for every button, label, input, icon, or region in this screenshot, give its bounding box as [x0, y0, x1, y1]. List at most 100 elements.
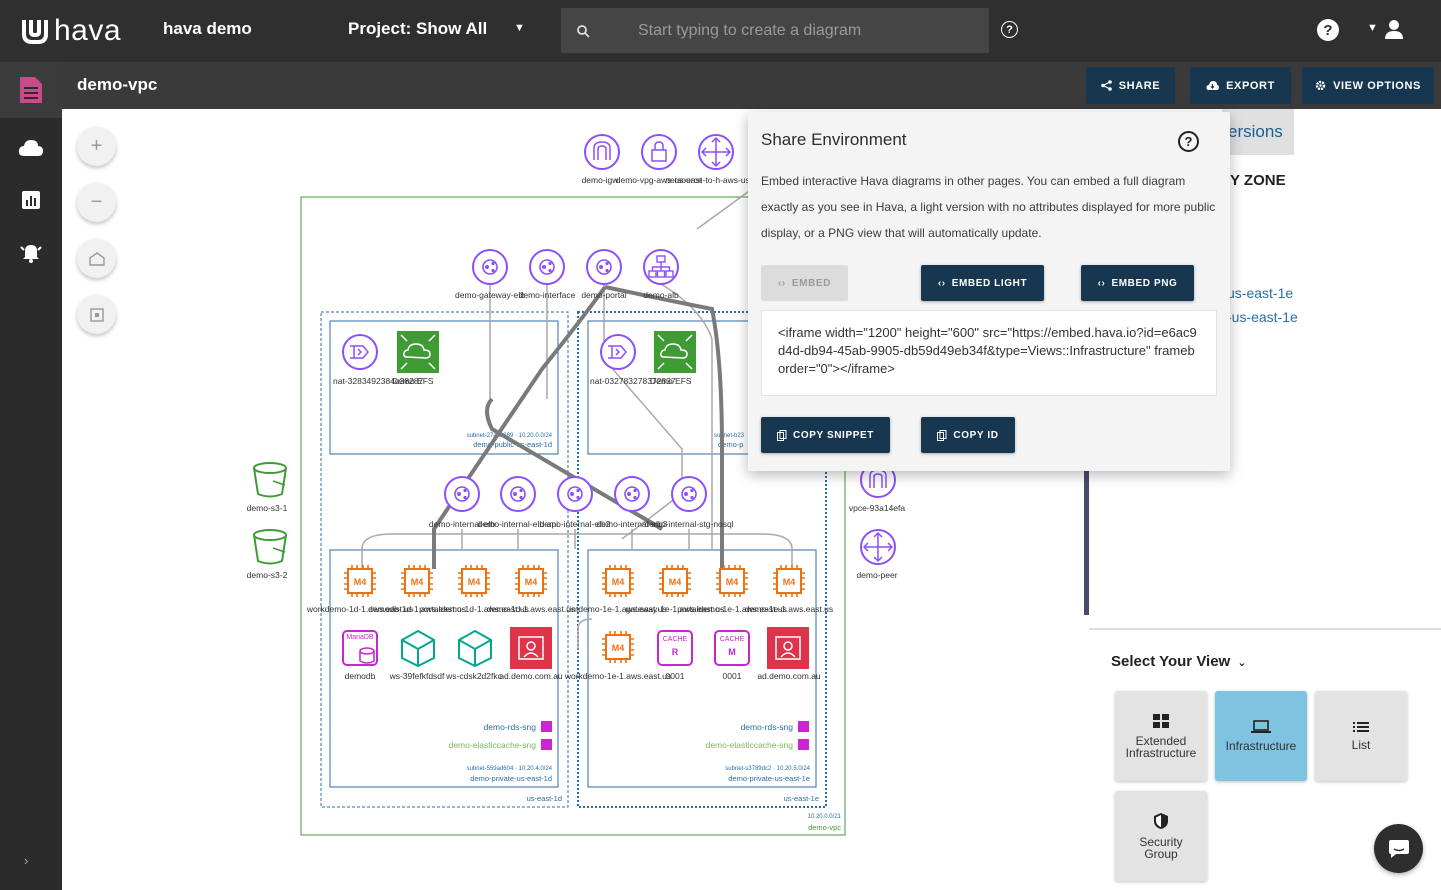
load-balancer-icon[interactable] — [614, 476, 650, 512]
network-source-icon[interactable] — [698, 134, 734, 170]
rds-subnet-group-label: demo-rds-sng — [741, 722, 794, 732]
ec2-instance-icon[interactable] — [601, 630, 635, 664]
embed-png-button[interactable]: ‹› EMBED PNG — [1081, 265, 1194, 301]
user-icon[interactable] — [1383, 18, 1405, 40]
fit-diagram-button[interactable] — [77, 239, 116, 278]
load-balancer-icon[interactable] — [500, 476, 536, 512]
center-diagram-button[interactable] — [77, 295, 116, 334]
cache-engine-label: R — [672, 647, 679, 657]
view-list[interactable]: List — [1315, 691, 1407, 781]
ec2-instance-icon[interactable] — [601, 564, 635, 598]
data-label: ad.demo.com.au — [499, 671, 563, 681]
view-label: List — [1351, 738, 1371, 752]
top-bar: hava hava demo Project: Show All ▼ ? ? ▼ — [0, 0, 1441, 62]
vpc-peering-icon[interactable] — [860, 529, 896, 565]
export-button[interactable]: EXPORT — [1190, 67, 1291, 104]
elb-label: demo-internal-elb2 — [540, 519, 611, 529]
zone-link[interactable]: us-east-1e — [1227, 285, 1294, 301]
search-button[interactable] — [561, 8, 605, 53]
panel-resize-handle[interactable] — [1084, 471, 1089, 615]
load-balancer-icon[interactable] — [472, 249, 508, 285]
lb-label: demo-portal — [581, 290, 626, 300]
embed-png-label: EMBED PNG — [1111, 277, 1178, 289]
lb-nodes: demo-gateway-elb demo-interface demo-por… — [455, 249, 679, 300]
directory-service-icon[interactable] — [767, 627, 809, 669]
zoom-in-button[interactable]: + — [77, 127, 116, 166]
rds-subnet-group-icon — [798, 721, 809, 732]
top-node-label: demo-vpg-aws-us-east — [616, 175, 703, 185]
workspace-icon[interactable] — [401, 630, 435, 667]
select-view-dropdown[interactable]: Select Your View ⌄ — [1111, 653, 1247, 670]
data-label: 0001 — [723, 671, 742, 681]
nat-gateway-icon[interactable] — [342, 334, 378, 370]
ec2-instance-icon[interactable] — [400, 564, 434, 598]
s3-bucket-icon[interactable] — [253, 462, 287, 498]
ec2-instance-icon[interactable] — [457, 564, 491, 598]
rds-subnet-group-label: demo-rds-sng — [484, 722, 537, 732]
modal-help-icon[interactable]: ? — [1178, 131, 1199, 152]
embed-button[interactable]: ‹› EMBED — [761, 265, 848, 301]
nat-gateway-icon[interactable] — [600, 334, 636, 370]
workspace-icon[interactable] — [458, 630, 492, 667]
cache-subnet-group-label: demo-elasticcache-sng — [449, 740, 537, 750]
zoom-out-button[interactable]: − — [77, 183, 116, 222]
copy-id-button[interactable]: COPY ID — [921, 417, 1015, 453]
ec2-instance-icon[interactable] — [772, 564, 806, 598]
hava-logo-icon — [22, 20, 48, 44]
az-boundary-1e — [577, 311, 827, 808]
ec2-instance-icon[interactable] — [514, 564, 548, 598]
efs-label: Demo EFS — [650, 376, 692, 386]
internet-gateway-icon[interactable] — [584, 134, 620, 170]
view-security-group[interactable]: Security Group — [1115, 791, 1207, 881]
sidebar-item-cloud[interactable] — [0, 120, 62, 176]
data-label: workdemo-1e-1.aws.east.us — [564, 671, 671, 681]
view-infrastructure[interactable]: Infrastructure — [1215, 691, 1307, 781]
copy-icon — [937, 429, 947, 441]
org-name[interactable]: hava demo — [163, 19, 252, 38]
search-input[interactable] — [605, 8, 989, 53]
sidebar-expand-icon[interactable]: › — [24, 853, 29, 868]
embed-light-button[interactable]: ‹› EMBED LIGHT — [921, 265, 1044, 301]
ec2-instance-icon[interactable] — [343, 564, 377, 598]
s3-bucket-icon[interactable] — [253, 529, 287, 565]
project-caret-icon[interactable]: ▼ — [514, 22, 525, 34]
side-node-label: vpce-93a14efa — [849, 503, 906, 513]
project-selector[interactable]: Project: Show All — [348, 19, 488, 38]
view-extended-infrastructure[interactable]: Extended Infrastructure — [1115, 691, 1207, 781]
vpn-gateway-icon[interactable] — [641, 134, 677, 170]
load-balancer-icon[interactable] — [586, 249, 622, 285]
ec2-instance-icon[interactable] — [658, 564, 692, 598]
view-options-button[interactable]: VIEW OPTIONS — [1302, 67, 1434, 104]
directory-service-icon[interactable] — [510, 627, 552, 669]
embed-snippet-text[interactable]: <iframe width="1200" height="600" src="h… — [761, 310, 1217, 396]
list-icon — [1353, 722, 1369, 732]
zone-link[interactable]: -us-east-1e — [1227, 309, 1298, 325]
load-balancer-icon[interactable] — [671, 476, 707, 512]
search-help-icon[interactable]: ? — [1001, 21, 1018, 38]
az-label-1e: us-east-1e — [784, 794, 819, 803]
connection-lines — [361, 188, 793, 649]
load-balancer-icon[interactable] — [529, 249, 565, 285]
ec2-instance-icon[interactable] — [715, 564, 749, 598]
app-load-balancer-icon[interactable] — [643, 249, 679, 285]
share-button[interactable]: SHARE — [1086, 67, 1175, 104]
embed-label: EMBED — [791, 277, 831, 289]
hava-logo[interactable]: hava — [20, 14, 121, 48]
efs-icon[interactable] — [654, 331, 696, 373]
efs-icon[interactable] — [397, 331, 439, 373]
zone-heading: Y ZONE — [1230, 172, 1286, 189]
copy-snippet-button[interactable]: COPY SNIPPET — [761, 417, 890, 453]
subnet-cidr: subnet-s3789dc2 · 10.20.5.0/24 — [725, 766, 810, 772]
lb-label: demo-gateway-elb — [455, 290, 525, 300]
sidebar-item-alerts[interactable] — [0, 224, 62, 280]
user-menu-caret-icon[interactable]: ▼ — [1367, 22, 1378, 34]
copy-id-label: COPY ID — [953, 429, 999, 441]
load-balancer-icon[interactable] — [557, 476, 593, 512]
load-balancer-icon[interactable] — [444, 476, 480, 512]
sidebar-item-diagrams[interactable] — [0, 62, 62, 118]
sidebar-item-reports[interactable] — [0, 172, 62, 228]
chat-button[interactable] — [1374, 824, 1423, 873]
help-icon[interactable]: ? — [1317, 19, 1339, 41]
subnet-cidr: subnet-559ad604 · 10.20.4.0/24 — [467, 766, 553, 772]
tab-versions[interactable]: ersions — [1222, 109, 1294, 155]
